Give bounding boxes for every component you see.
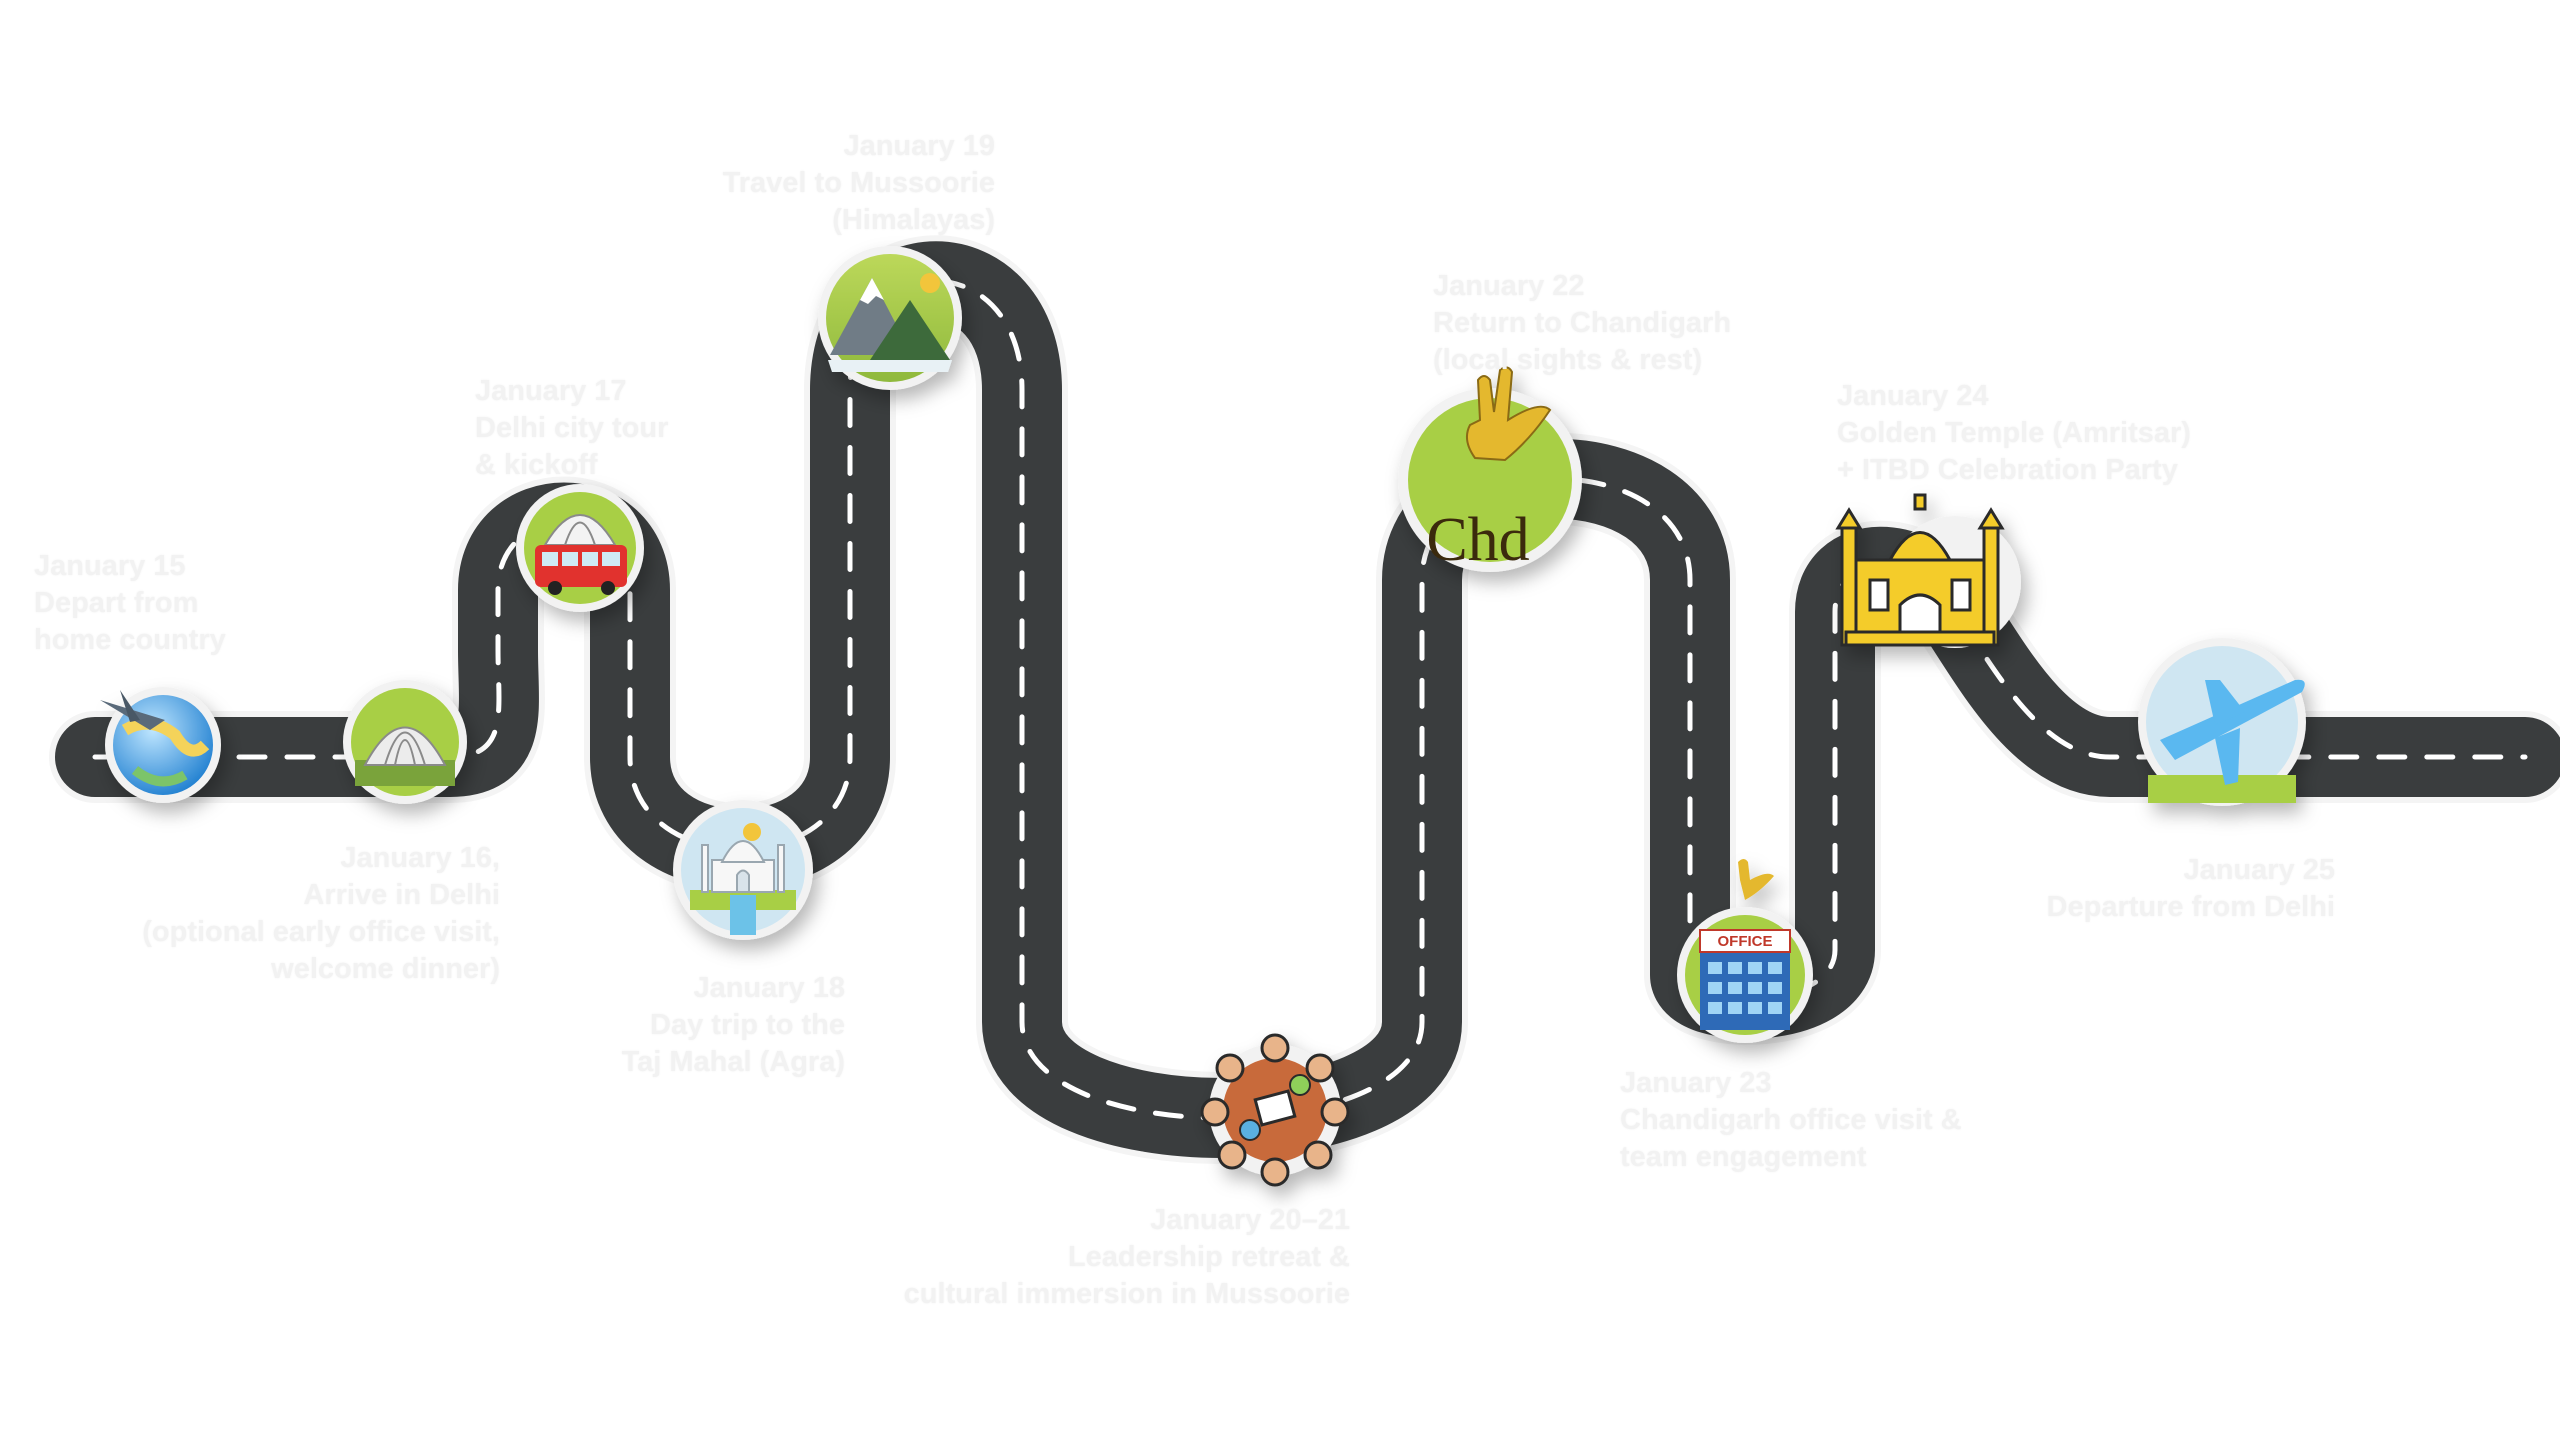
label-departure: January 25 Departure from Delhi bbox=[2046, 854, 2335, 923]
stop-depart bbox=[100, 687, 221, 803]
stop-delhi bbox=[516, 484, 644, 612]
taj-mahal-icon bbox=[701, 840, 785, 893]
open-hand-icon bbox=[1465, 366, 1552, 462]
stop-mussoorie bbox=[818, 246, 962, 390]
stop-golden bbox=[1835, 493, 2021, 648]
label-retreat: January 20–21 Leadership retreat & cultu… bbox=[903, 1204, 1350, 1310]
chd-text: Chd bbox=[1426, 506, 1529, 574]
stop-agra bbox=[673, 800, 813, 940]
office-building-icon bbox=[1699, 929, 1791, 1030]
label-arrive: January 16, Arrive in Delhi (optional ea… bbox=[142, 842, 500, 985]
golden-temple-icon bbox=[1835, 493, 2005, 647]
stop-office: OFFICE bbox=[1677, 859, 1813, 1043]
label-delhi: January 17 Delhi city tour & kickoff bbox=[475, 375, 669, 481]
label-office: January 23 Chandigarh office visit & tea… bbox=[1620, 1067, 1962, 1173]
stop-retreat bbox=[1200, 1033, 1350, 1187]
label-mussoorie: January 19 Travel to Mussoorie (Himalaya… bbox=[722, 130, 995, 236]
stop-departure bbox=[2138, 638, 2306, 806]
airplane-icon bbox=[100, 690, 165, 730]
label-agra: January 18 Day trip to the Taj Mahal (Ag… bbox=[621, 972, 845, 1078]
bus-icon bbox=[535, 545, 627, 595]
airplane-icon bbox=[2160, 679, 2305, 785]
office-sign: OFFICE bbox=[1718, 933, 1773, 950]
team-people-icon bbox=[1200, 1033, 1350, 1187]
hand-icon bbox=[1738, 859, 1774, 900]
label-golden: January 24 Golden Temple (Amritsar) + IT… bbox=[1837, 380, 2191, 486]
stop-arrive bbox=[343, 680, 467, 804]
stop-chd: Chd bbox=[1398, 366, 1582, 574]
label-depart: January 15 Depart from home country bbox=[34, 550, 226, 656]
label-chd: January 22 Return to Chandigarh (local s… bbox=[1433, 270, 1732, 376]
